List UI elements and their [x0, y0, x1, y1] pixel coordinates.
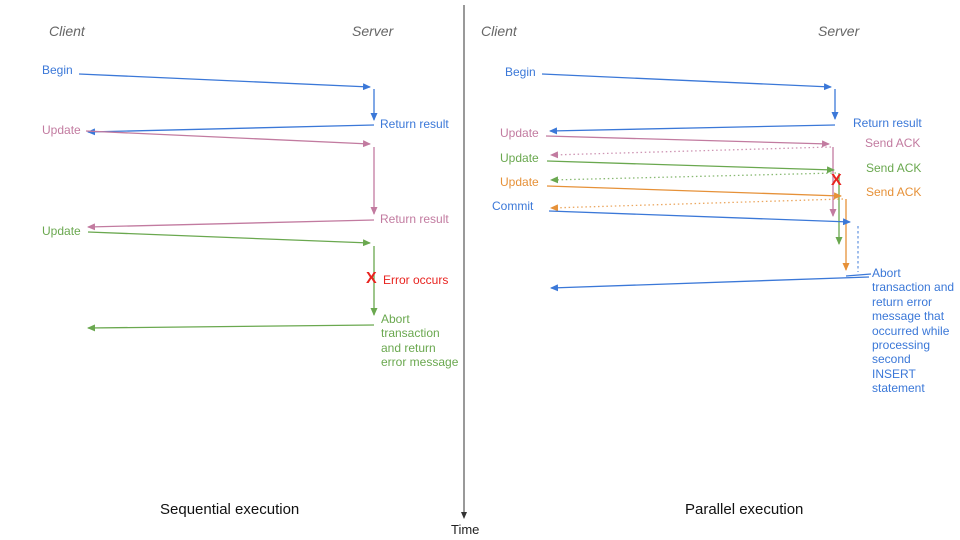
right-update3-arrows [546, 185, 850, 271]
right-return-result-label: Return result [853, 116, 922, 130]
left-update2-label: Update [42, 224, 81, 238]
left-begin-arrows [78, 73, 378, 136]
left-error-occurs-label: Error occurs [383, 273, 449, 287]
left-server-header: Server [352, 23, 394, 39]
left-caption: Sequential execution [160, 501, 300, 518]
left-return-result2-label: Return result [380, 212, 449, 226]
right-commit-arrows [548, 210, 872, 292]
right-update1-arrows [545, 135, 837, 217]
right-update2-arrows [546, 160, 843, 245]
right-send-ack2-label: Send ACK [866, 161, 922, 175]
left-error-x-icon: X [366, 270, 377, 287]
right-update2-label: Update [500, 151, 539, 165]
right-update2-ack-dotted [550, 172, 837, 184]
right-begin-label: Begin [505, 65, 536, 79]
left-update1-label: Update [42, 123, 81, 137]
right-begin-arrows [541, 73, 839, 135]
right-send-ack1-label: Send ACK [865, 136, 921, 150]
left-begin-label: Begin [42, 63, 73, 77]
left-update2-arrows [87, 231, 378, 332]
left-update1-arrows [85, 130, 378, 231]
time-axis-label: Time [451, 522, 480, 537]
right-update1-ack-dotted [550, 146, 832, 159]
right-client-header: Client [481, 23, 517, 39]
right-send-ack3-label: Send ACK [866, 185, 922, 199]
right-update1-label: Update [500, 126, 539, 140]
right-caption: Parallel execution [685, 501, 804, 518]
right-server-header: Server [818, 23, 860, 39]
right-update3-ack-dotted [550, 198, 844, 212]
right-error-x-icon: X [831, 172, 842, 189]
right-abort-message: Abort transaction and return error messa… [872, 266, 955, 396]
left-client-header: Client [49, 23, 85, 39]
left-return-result1-label: Return result [380, 117, 449, 131]
right-update3-label: Update [500, 175, 539, 189]
right-commit-label: Commit [492, 199, 534, 213]
left-abort-message: Abort transaction and return error messa… [381, 312, 459, 370]
